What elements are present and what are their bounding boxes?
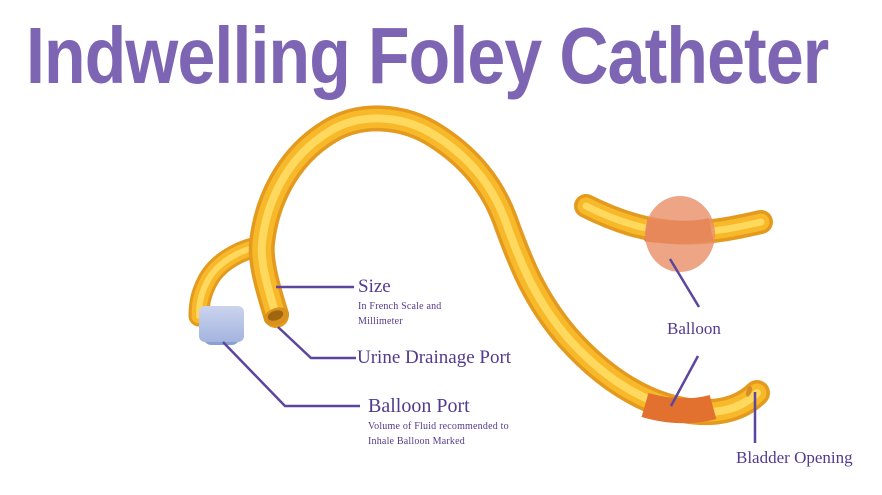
size-label-subtext: In French Scale and Millimeter — [358, 301, 442, 327]
catheter-tip-eye — [745, 386, 753, 397]
page-title: Indwelling Foley Catheter — [26, 11, 829, 100]
balloon-port-label: Balloon Port Volume of Fluid recommended… — [368, 396, 509, 449]
bladder-opening-label: Bladder Opening — [736, 448, 853, 467]
size-label-title: Size — [358, 276, 391, 297]
balloon-port-cube — [199, 306, 244, 345]
balloon-leader-line-upper — [668, 258, 701, 308]
size-label: Size In French Scale and Millimeter — [358, 277, 442, 329]
deflated-balloon-segment — [641, 392, 717, 424]
balloon-port-branch-tube — [188, 236, 267, 327]
balloon-port-leader-line — [222, 341, 360, 408]
urine-drainage-port-leader-line — [277, 326, 356, 360]
inflated-balloon — [645, 196, 715, 272]
balloon-label: Balloon — [667, 319, 721, 338]
urine-drainage-port-label: Urine Drainage Port — [357, 347, 512, 368]
balloon-port-label-title: Balloon Port — [368, 395, 470, 417]
urine-drainage-opening — [263, 307, 290, 326]
balloon-leader-line-lower — [669, 355, 700, 407]
balloon-port-label-subtext: Volume of Fluid recommended to Inhale Ba… — [368, 421, 509, 447]
